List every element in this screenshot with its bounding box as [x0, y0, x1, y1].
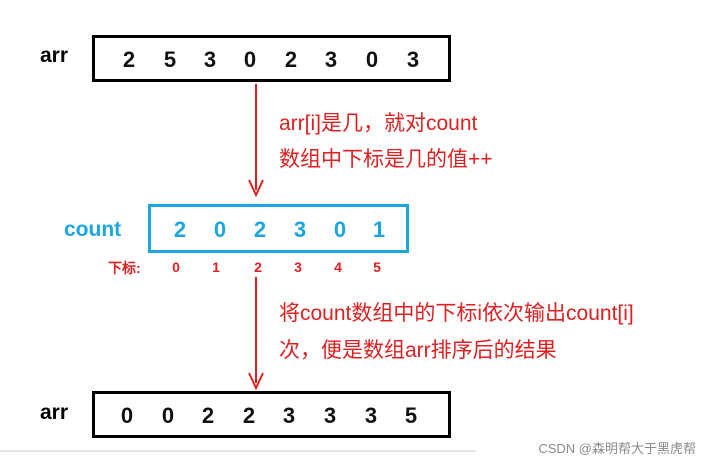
watermark: CSDN @森明帮大于黑虎帮: [538, 441, 696, 456]
count-cell: 1: [372, 217, 386, 242]
annotation-2-line-1: 将count数组中的下标i依次输出count[i]: [279, 302, 634, 325]
footer-divider: [0, 450, 476, 452]
index-value: 4: [334, 259, 342, 275]
index-value: 3: [294, 259, 302, 275]
array-cell: 2: [122, 47, 136, 72]
arrow-1-head: [248, 179, 264, 198]
array-cell: 0: [243, 47, 257, 72]
annotation-1-line-1: arr[i]是几，就对count: [279, 112, 478, 135]
arrow-2-head: [248, 372, 264, 391]
bottom-array-label: arr: [40, 401, 69, 424]
count-cell: 3: [293, 217, 307, 242]
array-cell: 3: [203, 47, 217, 72]
bottom-array-box: 0 0 2 2 3 3 3 5: [92, 391, 451, 438]
annotation-1-line-2: 数组中下标是几的值++: [279, 148, 493, 171]
sorted-cell: 2: [242, 403, 256, 428]
array-cell: 2: [284, 47, 298, 72]
array-cell: 3: [406, 47, 420, 72]
index-value: 1: [212, 259, 220, 275]
sorted-cell: 0: [161, 403, 175, 428]
sorted-cell: 5: [404, 403, 418, 428]
count-array-box: 2 0 2 3 0 1: [148, 204, 409, 253]
count-cell: 0: [213, 217, 227, 242]
top-array-box: 2 5 3 0 2 3 0 3: [92, 35, 451, 82]
sorted-cell: 3: [364, 403, 378, 428]
sorted-cell: 0: [120, 403, 134, 428]
array-cell: 0: [365, 47, 379, 72]
index-label: 下标:: [108, 260, 141, 276]
index-value: 5: [373, 259, 381, 275]
count-cell: 0: [333, 217, 347, 242]
count-array-label: count: [64, 218, 122, 241]
annotation-2-line-2: 次，便是数组arr排序后的结果: [279, 339, 557, 362]
sorted-cell: 2: [201, 403, 215, 428]
top-array-label: arr: [40, 44, 69, 67]
array-cell: 3: [324, 47, 338, 72]
index-value: 0: [172, 259, 180, 275]
sorted-cell: 3: [323, 403, 337, 428]
sorted-cell: 3: [282, 403, 296, 428]
count-cell: 2: [173, 217, 187, 242]
array-cell: 5: [163, 47, 177, 72]
index-value: 2: [254, 259, 262, 275]
count-cell: 2: [253, 217, 267, 242]
